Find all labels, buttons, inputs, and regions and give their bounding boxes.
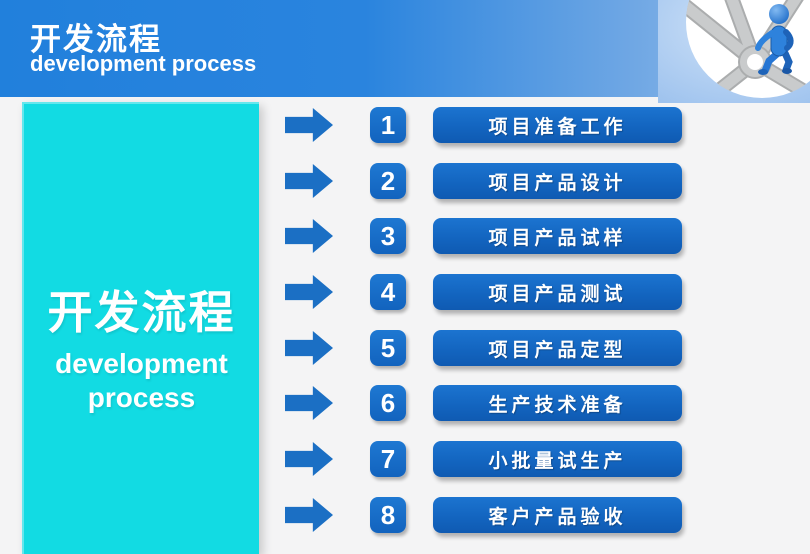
process-step-row-8: 8 客户产品验收 xyxy=(285,497,682,533)
step-label: 项目产品定型 xyxy=(488,339,627,361)
right-arrow-icon xyxy=(285,386,333,420)
panel-subtitle-line1: development xyxy=(55,348,228,379)
panel-subtitle: development process xyxy=(24,347,259,415)
side-panel: 开发流程 development process xyxy=(22,102,259,554)
process-step-row-3: 3 项目产品试样 xyxy=(285,218,682,254)
step-number-badge: 2 xyxy=(370,163,406,199)
step-number-badge: 6 xyxy=(370,385,406,421)
page-title: 开发流程 xyxy=(30,22,162,57)
step-label: 小批量试生产 xyxy=(488,450,627,472)
right-arrow-icon xyxy=(285,331,333,365)
panel-subtitle-line2: process xyxy=(87,382,196,413)
crossroads-person-illustration xyxy=(658,0,810,103)
step-label: 客户产品验收 xyxy=(488,506,627,528)
process-step-row-6: 6 生产技术准备 xyxy=(285,385,682,421)
step-banner: 客户产品验收 xyxy=(433,497,682,533)
step-label: 生产技术准备 xyxy=(488,394,627,416)
right-arrow-icon xyxy=(285,164,333,198)
right-arrow-icon xyxy=(285,108,333,142)
step-number-badge: 5 xyxy=(370,330,406,366)
step-number-badge: 8 xyxy=(370,497,406,533)
person-icon xyxy=(755,4,794,75)
step-label: 项目产品测试 xyxy=(488,283,627,305)
step-number-badge: 1 xyxy=(370,107,406,143)
process-step-row-1: 1 项目准备工作 xyxy=(285,107,682,143)
right-arrow-icon xyxy=(285,219,333,253)
process-step-row-2: 2 项目产品设计 xyxy=(285,163,682,199)
step-number-badge: 3 xyxy=(370,218,406,254)
step-banner: 小批量试生产 xyxy=(433,441,682,477)
step-banner: 项目产品试样 xyxy=(433,218,682,254)
step-banner: 项目产品测试 xyxy=(433,274,682,310)
step-number-badge: 7 xyxy=(370,441,406,477)
right-arrow-icon xyxy=(285,442,333,476)
process-step-row-5: 5 项目产品定型 xyxy=(285,330,682,366)
right-arrow-icon xyxy=(285,498,333,532)
process-step-row-4: 4 项目产品测试 xyxy=(285,274,682,310)
step-banner: 生产技术准备 xyxy=(433,385,682,421)
step-banner: 项目产品设计 xyxy=(433,163,682,199)
step-label: 项目准备工作 xyxy=(488,116,627,138)
panel-title: 开发流程 xyxy=(47,287,236,338)
step-label: 项目产品设计 xyxy=(488,172,627,194)
step-number-badge: 4 xyxy=(370,274,406,310)
step-label: 项目产品试样 xyxy=(488,227,627,249)
page-subtitle: development process xyxy=(30,51,257,76)
step-banner: 项目产品定型 xyxy=(433,330,682,366)
header-bar: 开发流程 development process xyxy=(0,0,810,103)
right-arrow-icon xyxy=(285,275,333,309)
process-step-row-7: 7 小批量试生产 xyxy=(285,441,682,477)
step-banner: 项目准备工作 xyxy=(433,107,682,143)
